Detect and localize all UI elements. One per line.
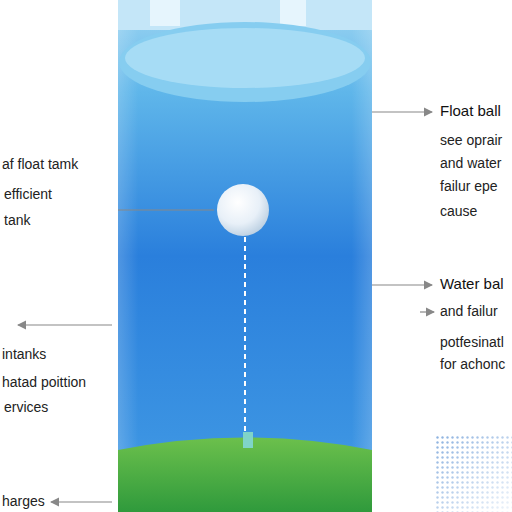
callout-text: cause	[440, 203, 477, 220]
callout-text: ervices	[4, 399, 48, 416]
callout-text: failur epe	[440, 178, 498, 195]
callout-text: hatad poittion	[2, 374, 86, 391]
callout-text: and failur	[440, 303, 498, 320]
callout-text: Water bal	[440, 275, 504, 292]
callout-text: potfesinatl	[440, 334, 504, 351]
callout-text: af float tamk	[2, 156, 78, 173]
callout-text: tank	[4, 212, 30, 229]
callout-text: Float ball	[440, 102, 501, 119]
callout-text: see oprair	[440, 132, 502, 149]
callout-text: efficient	[4, 186, 52, 203]
callout-text: and water	[440, 155, 501, 172]
callout-text: intanks	[2, 346, 46, 363]
callout-text: for achonc	[440, 356, 505, 373]
callout-text: harges	[2, 493, 45, 510]
